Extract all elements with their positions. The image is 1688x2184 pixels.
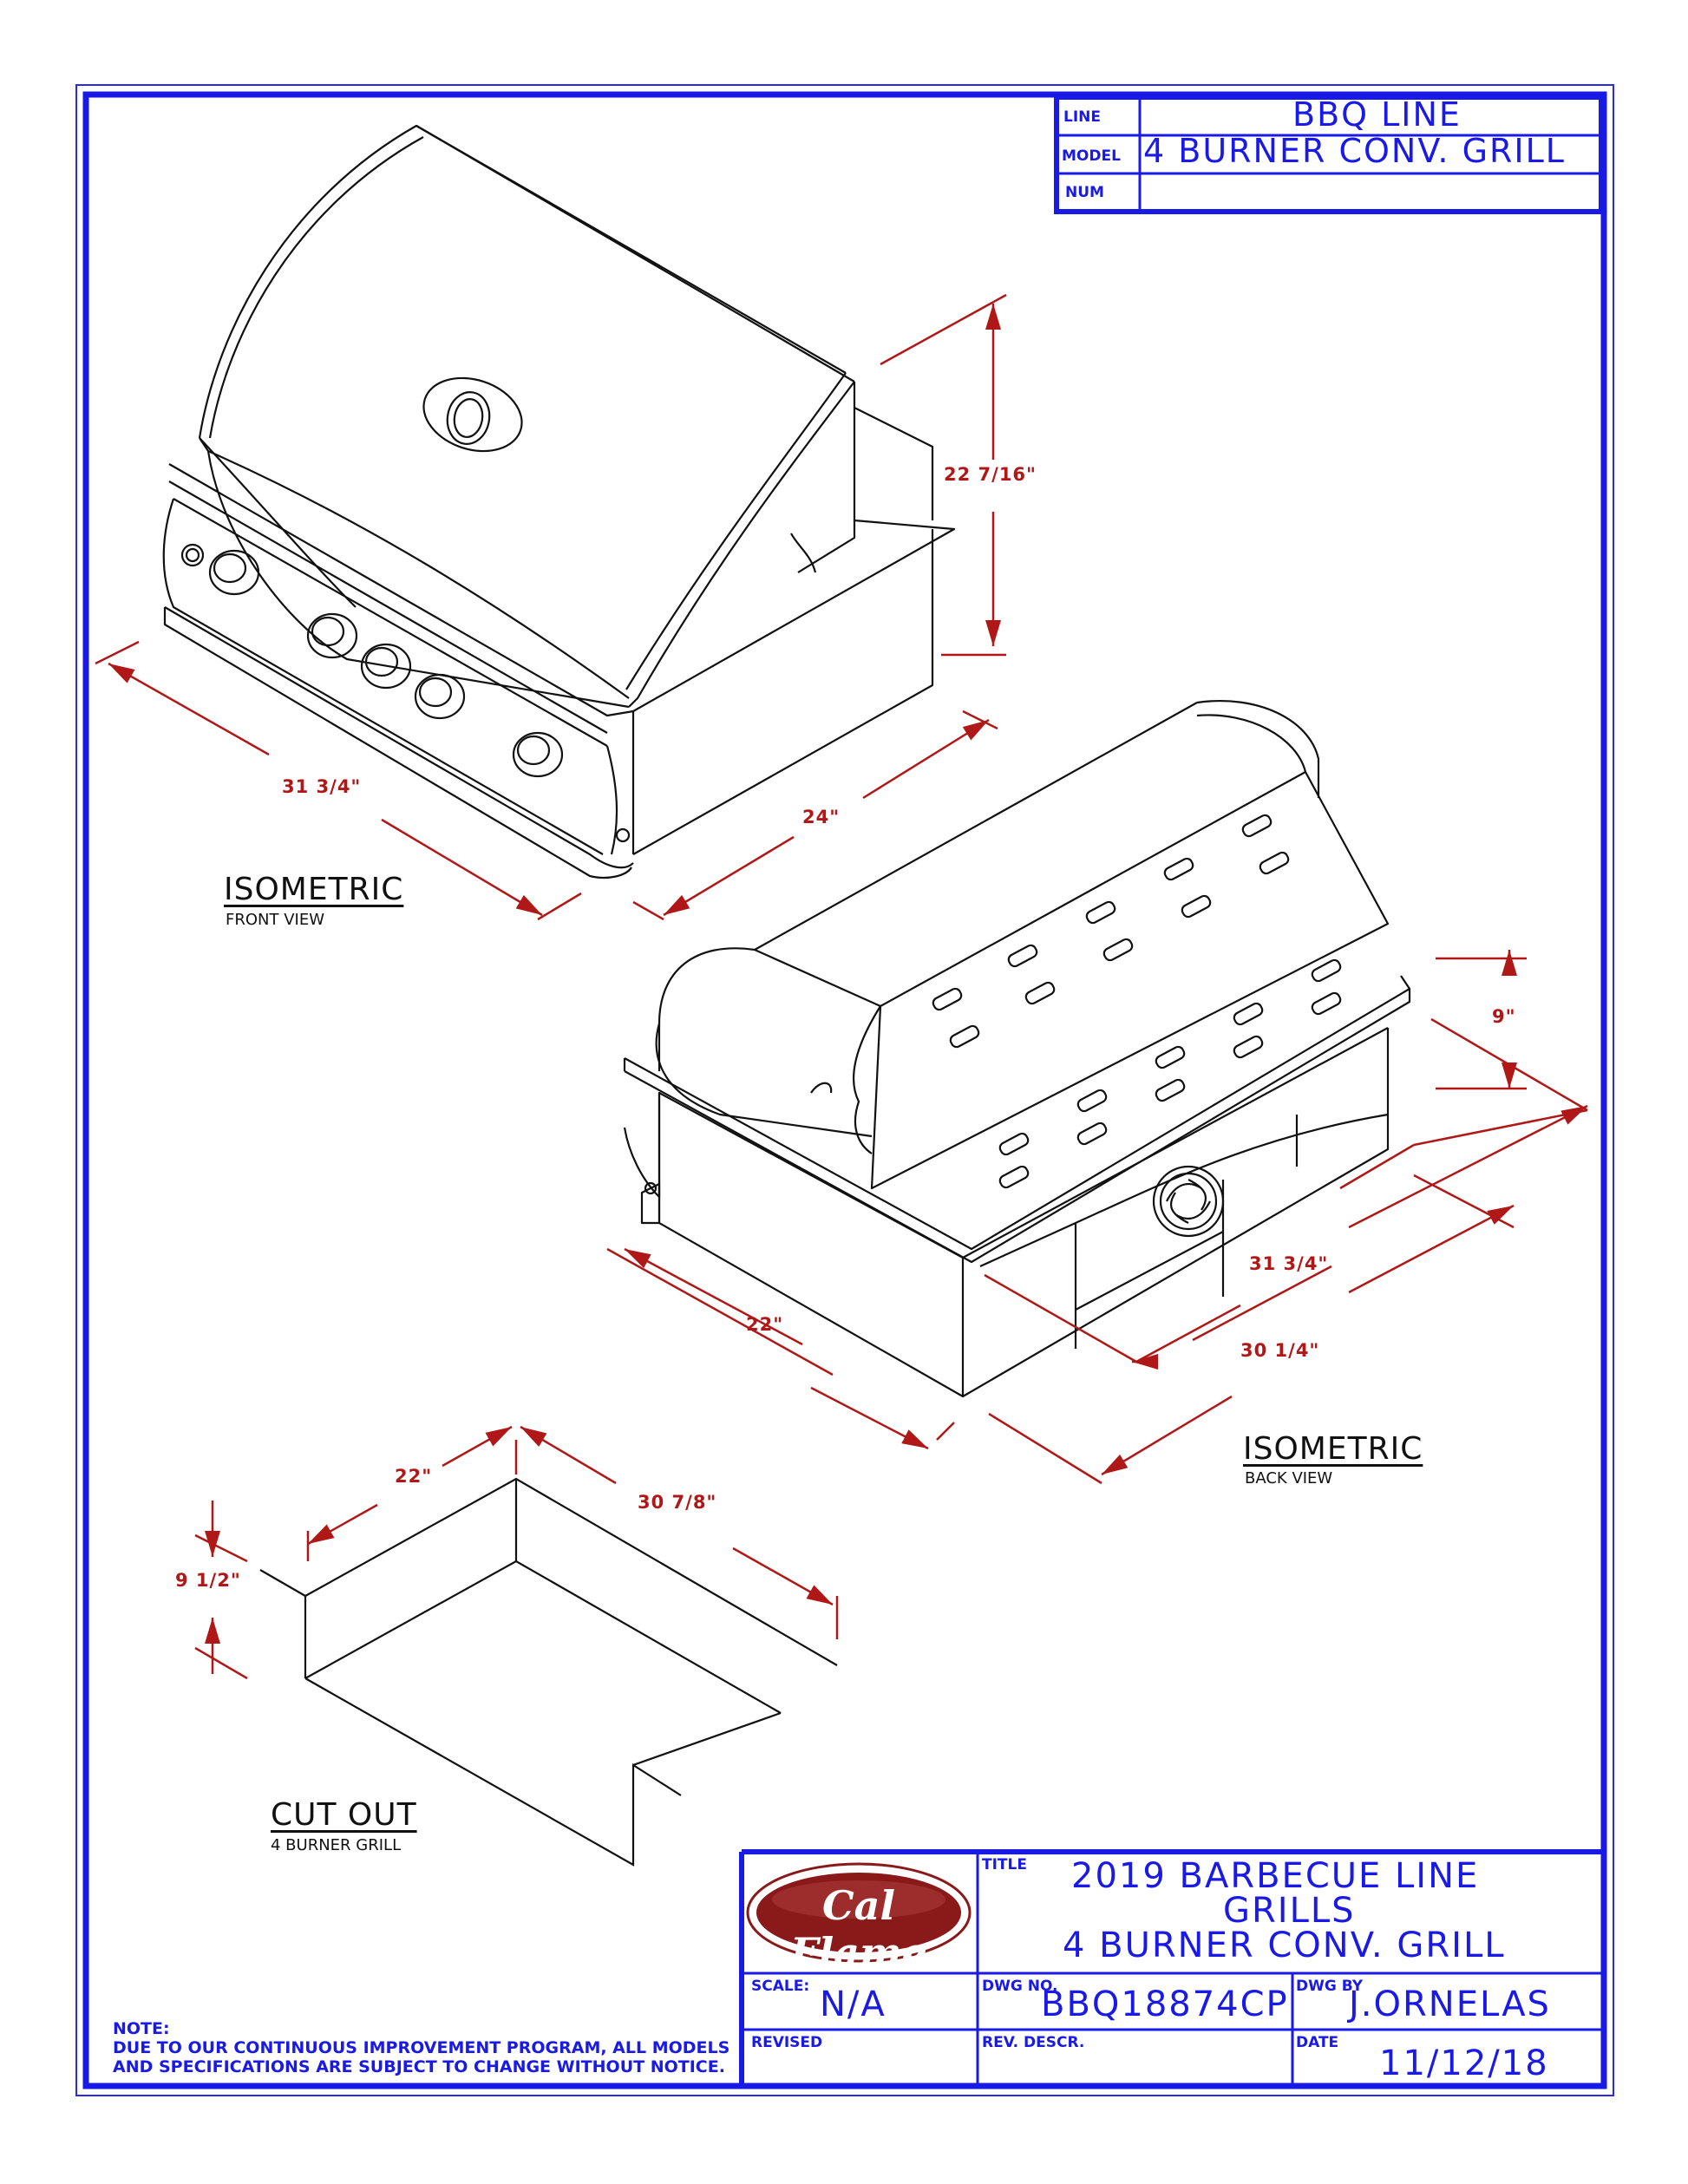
front-view-grill (162, 124, 956, 879)
title-block-grid (739, 1849, 1601, 2086)
note-heading: NOTE: (113, 2019, 170, 2038)
scale-key: SCALE: (751, 1978, 810, 1995)
title-key: TITLE (982, 1856, 1027, 1873)
dim-front-width: 31 3/4" (282, 776, 362, 797)
revised-key: REVISED (751, 2034, 823, 2051)
dwg-by-key: DWG BY (1296, 1978, 1364, 1995)
dim-back-height: 9" (1492, 1006, 1516, 1027)
title-line-1: 2019 BARBECUE LINE (1071, 1856, 1480, 1896)
cutout-drawing (259, 1477, 838, 1867)
line-value: BBQ LINE (1292, 95, 1462, 134)
dim-cut-width: 30 7/8" (638, 1492, 717, 1513)
sheet-border (75, 84, 1614, 2096)
dim-back-width-inner: 30 1/4" (1240, 1340, 1320, 1361)
note-line-2: AND SPECIFICATIONS ARE SUBJECT TO CHANGE… (113, 2057, 725, 2076)
back-view-title: ISOMETRIC (1243, 1431, 1423, 1467)
logo-text: Cal Flame (790, 1882, 927, 1976)
title-line-2: GRILLS (1223, 1891, 1356, 1931)
date-key: DATE (1296, 2034, 1339, 2051)
cutout-title: CUT OUT (271, 1797, 417, 1833)
cutout-dimensions (194, 1425, 839, 1680)
dwg-by-value: J.ORNELAS (1349, 1985, 1551, 2024)
note-block: NOTE: DUE TO OUR CONTINUOUS IMPROVEMENT … (113, 2019, 730, 2076)
dim-back-depth: 22" (746, 1314, 784, 1335)
front-view-subtitle: FRONT VIEW (226, 911, 325, 929)
dwg-no-value: BBQ18874CP (1041, 1985, 1289, 2024)
note-line-1: DUE TO OUR CONTINUOUS IMPROVEMENT PROGRA… (113, 2038, 730, 2057)
cutout-subtitle: 4 BURNER GRILL (271, 1836, 402, 1854)
header-block-grid (1054, 95, 1604, 214)
back-view-subtitle: BACK VIEW (1245, 1469, 1333, 1488)
model-value: 4 BURNER CONV. GRILL (1143, 132, 1566, 170)
num-key: NUM (1065, 184, 1104, 201)
model-key: MODEL (1062, 147, 1121, 165)
vent-slots (932, 814, 1342, 1189)
dim-back-width-outer: 31 3/4" (1249, 1253, 1329, 1274)
title-line-3: 4 BURNER CONV. GRILL (1063, 1926, 1506, 1965)
front-view-title: ISOMETRIC (224, 872, 404, 907)
front-view-dimensions (95, 293, 1007, 921)
cal-flame-logo (746, 1862, 972, 1963)
dim-front-height: 22 7/16" (944, 464, 1037, 485)
back-view-grill (623, 699, 1411, 1398)
dim-cut-depth: 22" (395, 1466, 433, 1487)
scale-value: N/A (820, 1985, 887, 2024)
line-key: LINE (1063, 108, 1101, 126)
dim-front-depth: 24" (802, 807, 841, 827)
dwg-no-key: DWG NO. (982, 1978, 1058, 1995)
rev-descr-key: REV. DESCR. (982, 2034, 1085, 2051)
date-value: 11/12/18 (1379, 2043, 1549, 2083)
back-view-dimensions (606, 950, 1588, 1485)
dim-cut-height: 9 1/2" (175, 1570, 241, 1591)
